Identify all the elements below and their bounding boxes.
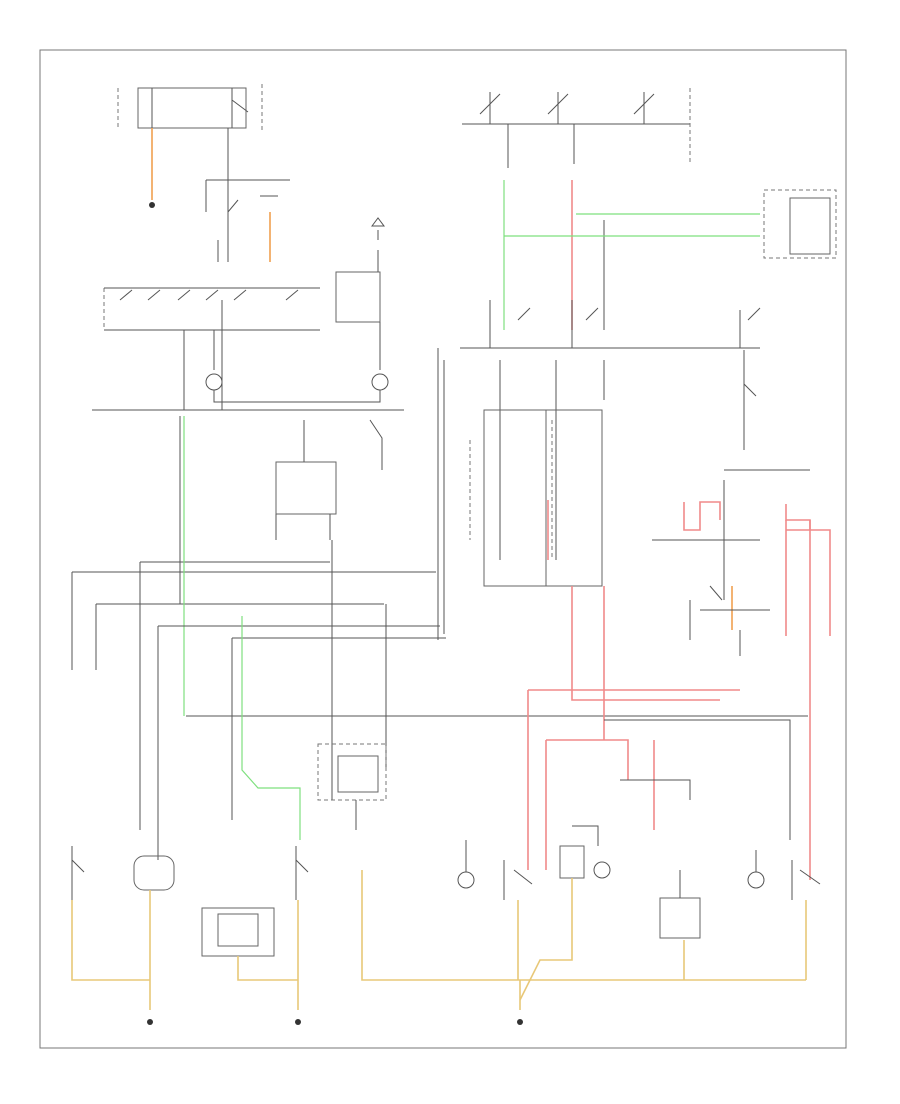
relay-icon (659, 897, 701, 939)
lamp-row (71, 825, 821, 957)
ground-icon (295, 1019, 301, 1025)
relay-icon (335, 271, 381, 323)
harness-wires (71, 416, 811, 880)
connector-icon (217, 913, 259, 947)
connector-icon (559, 845, 585, 879)
ground-icon (517, 1019, 523, 1025)
fuse-box-left (205, 128, 290, 262)
switch-bank-right (462, 88, 837, 330)
lighting-module-bottom (317, 743, 691, 830)
relay-icon (275, 461, 337, 515)
fuse-box-right (437, 300, 810, 640)
ground-wires (71, 870, 807, 1025)
relay-module-center (275, 409, 603, 587)
ground-icon (149, 202, 155, 208)
connector-icon (789, 197, 831, 255)
bulb-icon (205, 373, 223, 391)
headlight-switch-block (117, 84, 263, 208)
bulb-icon (593, 861, 611, 879)
bulb-icon (747, 871, 765, 889)
bulb-icon (371, 373, 389, 391)
switch-bank-left (103, 217, 389, 410)
ground-icon (147, 1019, 153, 1025)
bulb-icon (457, 871, 475, 889)
diagram-frame (39, 49, 847, 1049)
relay-cluster-right (652, 480, 831, 656)
bulb-icon (133, 855, 175, 891)
relay-icon (337, 755, 379, 793)
